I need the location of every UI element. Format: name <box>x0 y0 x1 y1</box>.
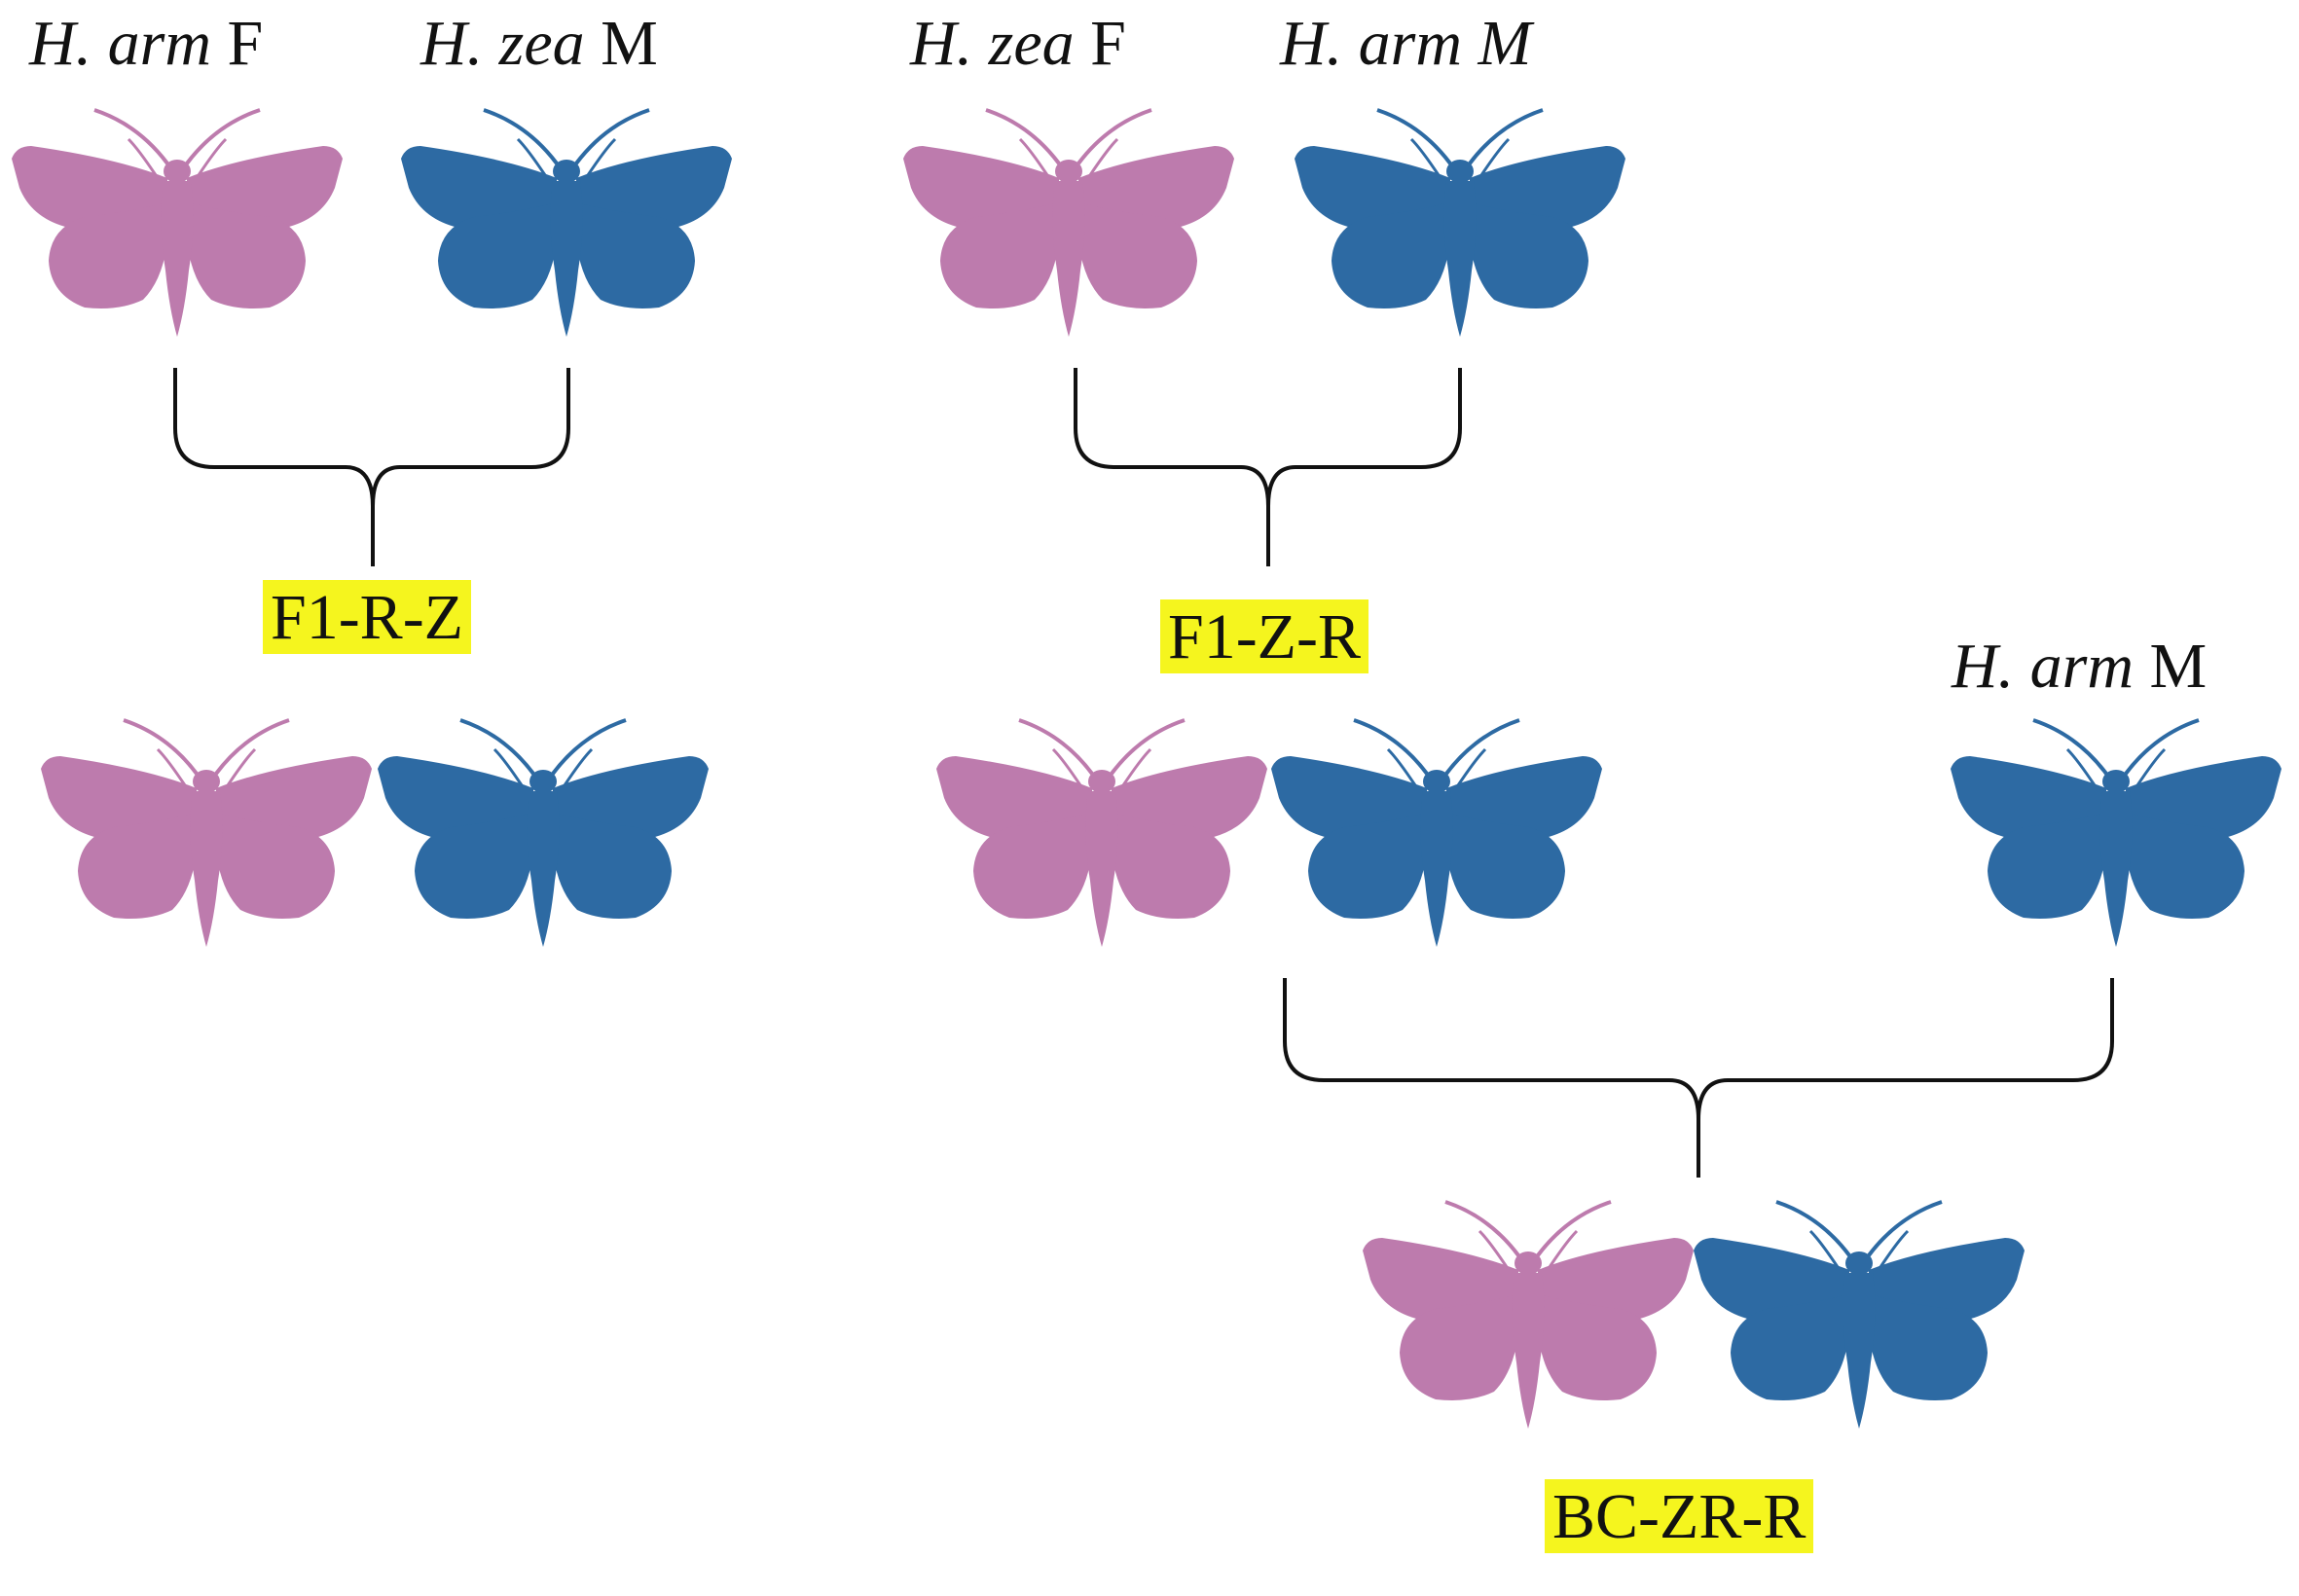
moth-female-icon <box>12 108 343 339</box>
moth-male-icon <box>1694 1200 2025 1431</box>
moth-male-icon <box>378 718 709 949</box>
cross-bracket-rz <box>173 368 570 566</box>
label-zea-female: H. zea F <box>910 12 1126 76</box>
moth-male-icon <box>401 108 732 339</box>
label-backcross-arm-male: H. arm M <box>1952 635 2207 699</box>
offspring-label-bc-zr-r: BC-ZR-R <box>1545 1479 1814 1553</box>
species-name: H. arm M <box>1280 8 1532 79</box>
species-name: H. arm <box>29 8 212 79</box>
species-name: H. zea <box>910 8 1075 79</box>
species-name: H. zea <box>420 8 585 79</box>
cross-bracket-backcross <box>1283 978 2114 1178</box>
species-name: H. arm <box>1952 631 2135 702</box>
moth-female-icon <box>41 718 372 949</box>
offspring-label-f1-rz: F1-R-Z <box>263 580 471 654</box>
moth-male-icon <box>1295 108 1625 339</box>
moth-female-icon <box>936 718 1267 949</box>
sex-label: M <box>2149 631 2208 702</box>
cross-bracket-zr <box>1074 368 1462 566</box>
sex-label: F <box>1090 8 1126 79</box>
sex-label: F <box>227 8 264 79</box>
label-hybrid-arm-female: H. arm F <box>29 12 263 76</box>
label-zea-male: H. zea M <box>420 12 658 76</box>
moth-female-icon <box>1363 1200 1694 1431</box>
offspring-label-f1-zr: F1-Z-R <box>1160 599 1368 673</box>
sex-label: M <box>601 8 658 79</box>
label-arm-male: H. arm M <box>1280 12 1532 76</box>
moth-male-icon <box>1951 718 2281 949</box>
moth-male-icon <box>1271 718 1602 949</box>
moth-female-icon <box>903 108 1234 339</box>
